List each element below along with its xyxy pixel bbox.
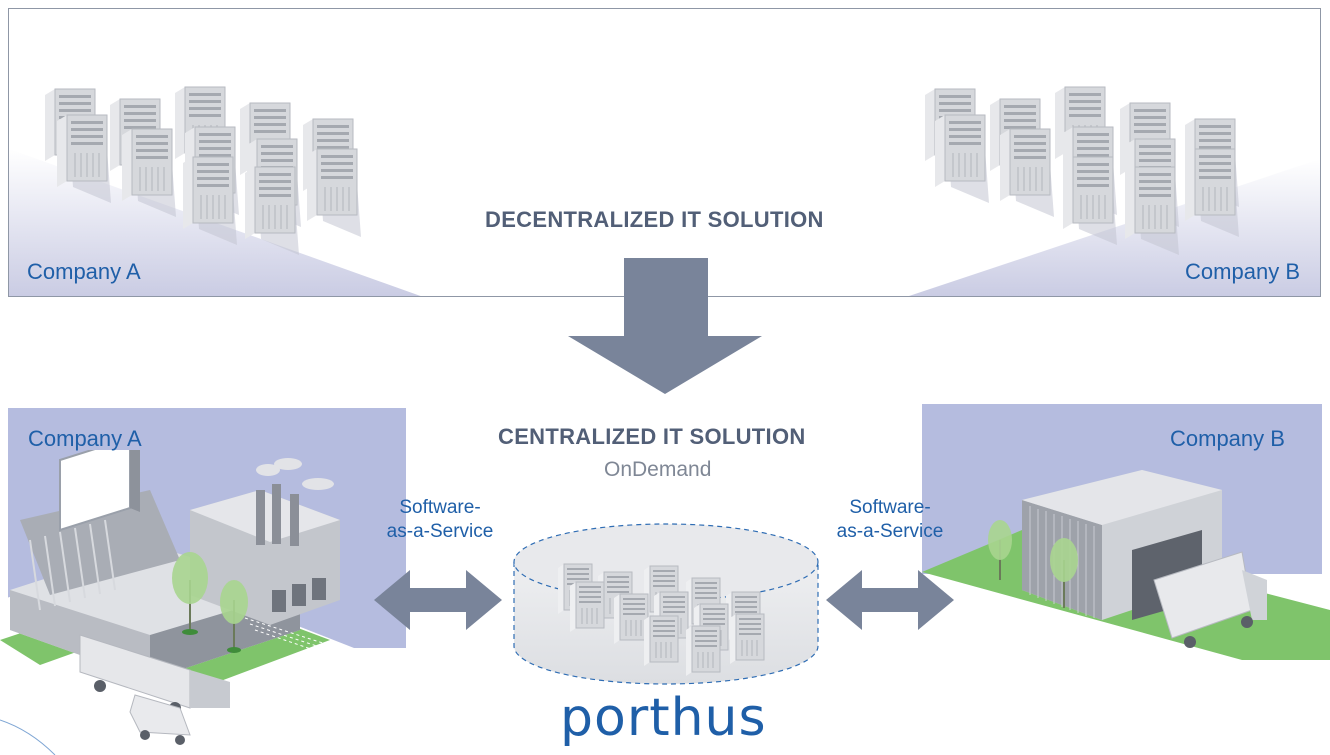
decentralized-heading: DECENTRALIZED IT SOLUTION xyxy=(485,207,824,232)
central-cylinder xyxy=(513,523,819,685)
double-arrow-left xyxy=(374,570,502,630)
down-arrow xyxy=(568,258,762,394)
warehouse-illustration xyxy=(922,470,1330,660)
double-arrow-right xyxy=(826,570,954,630)
ondemand-subheading: OnDemand xyxy=(604,458,712,481)
saas-left-line1: Software- xyxy=(399,497,481,518)
decentralized-panel: Company A Company B DECENTRALIZED IT SOL… xyxy=(8,8,1321,297)
company-a-label-top: Company A xyxy=(27,259,141,284)
centralized-heading: CENTRALIZED IT SOLUTION xyxy=(498,424,806,449)
server-clusters xyxy=(44,86,1240,256)
corner-decoration xyxy=(0,719,56,755)
saas-right-line1: Software- xyxy=(849,497,931,518)
company-b-label-top: Company B xyxy=(1185,259,1300,284)
factory-illustration xyxy=(0,450,410,755)
saas-right-line2: as-a-Service xyxy=(836,521,944,542)
saas-label-left: Software- as-a-Service xyxy=(376,496,504,544)
saas-left-line2: as-a-Service xyxy=(386,521,494,542)
company-b-label-bottom: Company B xyxy=(1170,426,1285,451)
company-a-label-bottom: Company A xyxy=(28,426,142,451)
saas-label-right: Software- as-a-Service xyxy=(826,496,954,544)
porthus-logo: porthus xyxy=(560,688,767,748)
